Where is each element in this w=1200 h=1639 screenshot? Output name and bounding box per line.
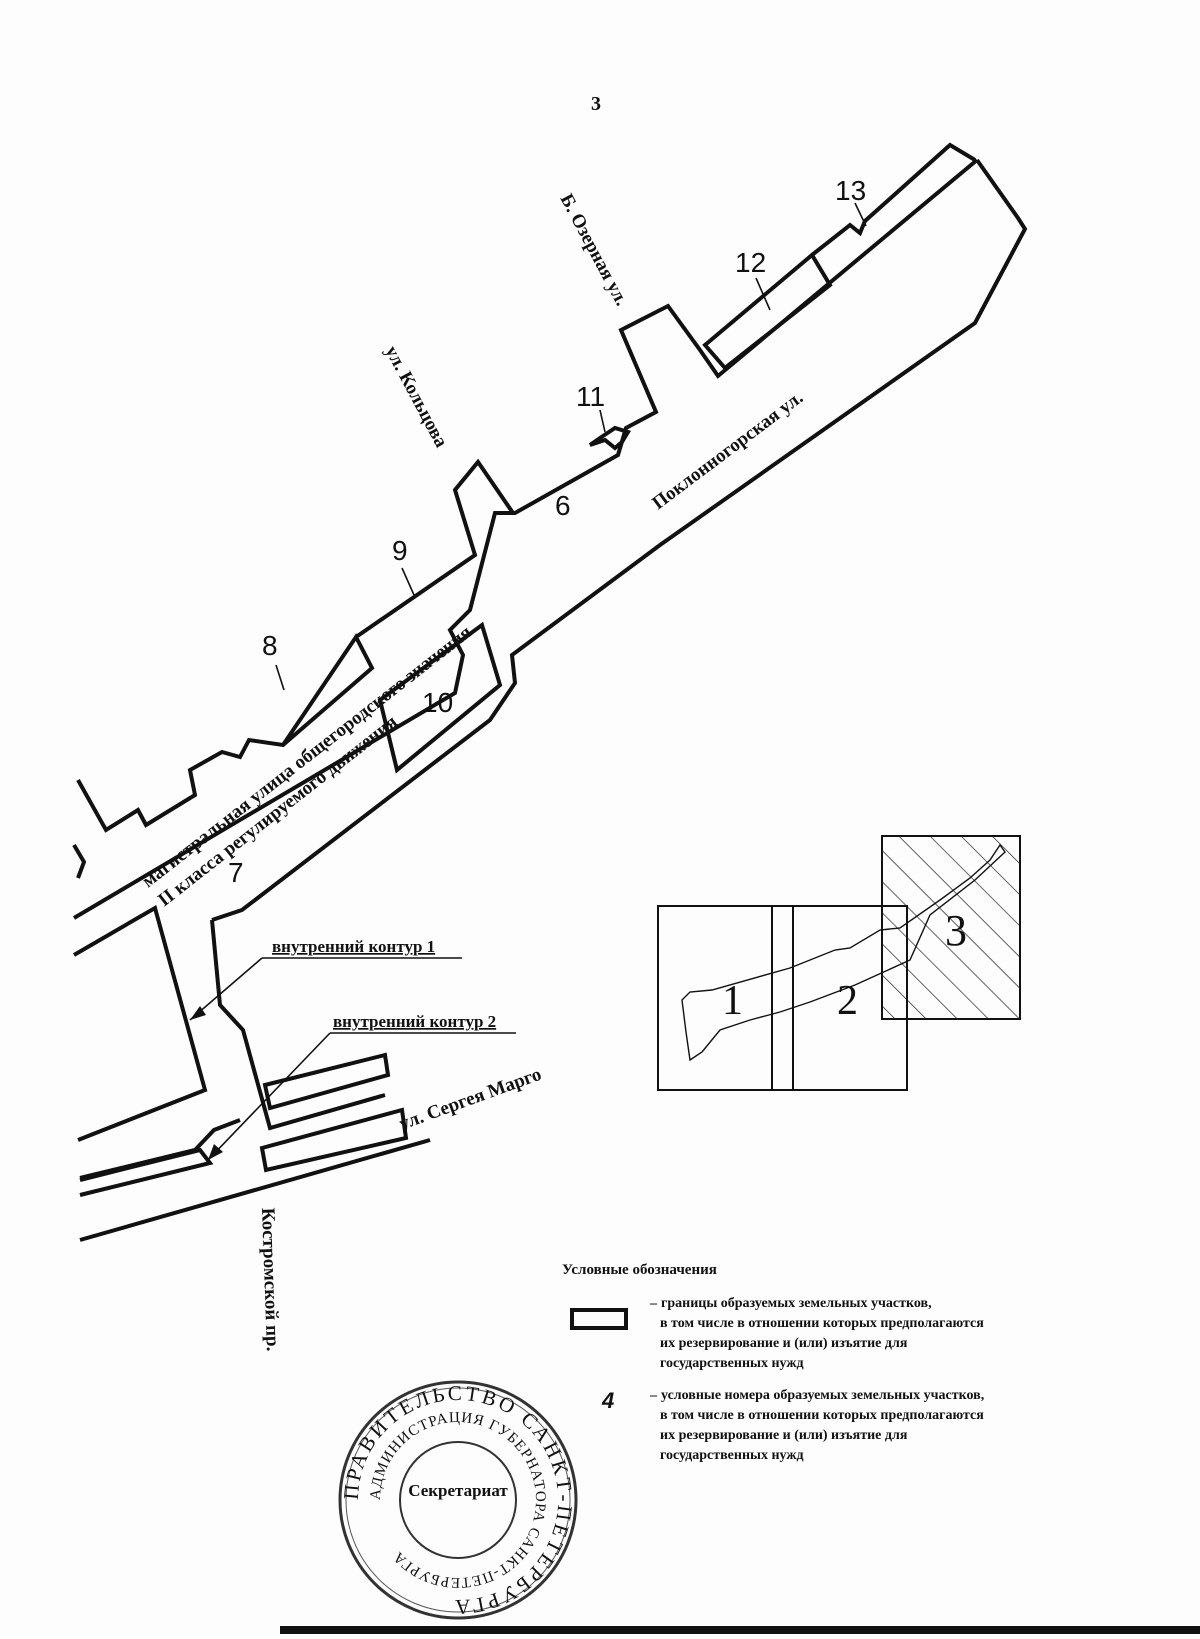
road-corridor-upper-edge — [72, 158, 979, 920]
inset-corridor-outline — [681, 843, 1006, 1062]
block-margo-lower — [259, 1107, 409, 1173]
legend-item-2: –условные номера образуемых земельных уч… — [650, 1386, 1090, 1466]
road-corridor-lower-edge — [72, 904, 208, 1142]
parcel-13-outline — [810, 142, 977, 257]
inner-contour-2-arrowhead — [208, 1144, 223, 1160]
street-b-ozernaya: Б. Озерная ул. — [556, 190, 632, 309]
leader-9 — [401, 567, 415, 596]
inner-contour-2-label: внутренний контур 2 — [333, 1012, 496, 1031]
legend-number-symbol: 4 — [602, 1388, 615, 1413]
legend-item-2-line1: –условные номера образуемых земельных уч… — [650, 1388, 985, 1403]
leader-12 — [755, 277, 771, 311]
parcel-number-13: 13 — [835, 175, 866, 206]
road-corridor-bottom — [79, 1138, 431, 1242]
inner-contour-1-arrowhead — [190, 1006, 206, 1020]
legend-item-1-line3: их резервирование и (или) изъятие для — [660, 1336, 908, 1351]
parcel-11-outline — [588, 425, 632, 451]
parcel-number-8: 8 — [262, 630, 278, 661]
legend-item-2-line3: их резервирование и (или) изъятие для — [660, 1428, 908, 1443]
legend-item-1: –границы образуемых земельных участков, … — [650, 1294, 1090, 1374]
official-stamp: ПРАВИТЕЛЬСТВО САНКТ-ПЕТЕРБУРГА АДМИНИСТР… — [338, 1380, 578, 1620]
page-bottom-edge — [280, 1626, 1200, 1634]
inset-sheet-3-hatch — [881, 835, 1021, 1020]
parcel-12-outline — [702, 251, 833, 371]
street-magistral-line1: магистральная улица общегородского значе… — [138, 622, 476, 892]
legend-item-1-line2: в том числе в отношении которых предпола… — [660, 1316, 984, 1331]
inset-label-3: 3 — [945, 906, 967, 955]
parcel-number-12: 12 — [735, 247, 766, 278]
leader-13 — [854, 202, 867, 227]
leader-8 — [275, 664, 285, 691]
legend-item-1-line4: государственных нужд — [660, 1356, 804, 1371]
page-number: 3 — [591, 93, 601, 115]
parcel-number-6: 6 — [555, 490, 571, 521]
stamp-middle-circle — [345, 1387, 571, 1613]
road-corridor-branch — [210, 919, 386, 1131]
inset-sheet-1 — [657, 905, 773, 1091]
inner-contour-2-shape — [79, 1147, 214, 1197]
block-margo-upper — [262, 1052, 391, 1111]
street-sergeya-margo: ул. Сергея Марго — [397, 1064, 545, 1135]
inner-contour-1-label: внутренний контур 1 — [272, 937, 435, 956]
stamp-outer-circle — [338, 1380, 578, 1620]
stamp-center-text: Секретариат — [408, 1481, 508, 1500]
legend-title: Условные обозначения — [562, 1262, 717, 1278]
inset-sheet-3-mask — [881, 905, 908, 1020]
stamp-inner-circle — [399, 1441, 517, 1559]
parcel-number-11: 11 — [576, 381, 605, 412]
leader-11 — [599, 409, 606, 433]
street-kostromskoy: Костромской пр. — [257, 1207, 283, 1351]
legend-boundary-symbol — [570, 1308, 628, 1330]
parcel-number-9: 9 — [392, 535, 408, 566]
parcel-number-7: 7 — [228, 857, 244, 888]
parcel-10-outline — [377, 621, 503, 774]
inset-label-2: 2 — [837, 978, 858, 1024]
street-koltsova: ул. Кольцова — [381, 342, 452, 451]
sheet-index-inset: 1 2 3 — [657, 835, 1021, 1091]
parcel-8-9-outline — [354, 458, 515, 639]
legend-item-2-line2: в том числе в отношении которых предпола… — [660, 1408, 984, 1423]
left-fragment — [72, 843, 87, 879]
inset-label-1: 1 — [722, 978, 743, 1024]
parcel-number-10: 10 — [422, 687, 453, 718]
road-corridor-inner-edge — [211, 158, 1028, 922]
inner-contour-2-arrow — [207, 1032, 331, 1161]
legend-item-2-line4: государственных нужд — [660, 1448, 804, 1463]
legend-item-1-line1: –границы образуемых земельных участков, — [650, 1296, 932, 1311]
